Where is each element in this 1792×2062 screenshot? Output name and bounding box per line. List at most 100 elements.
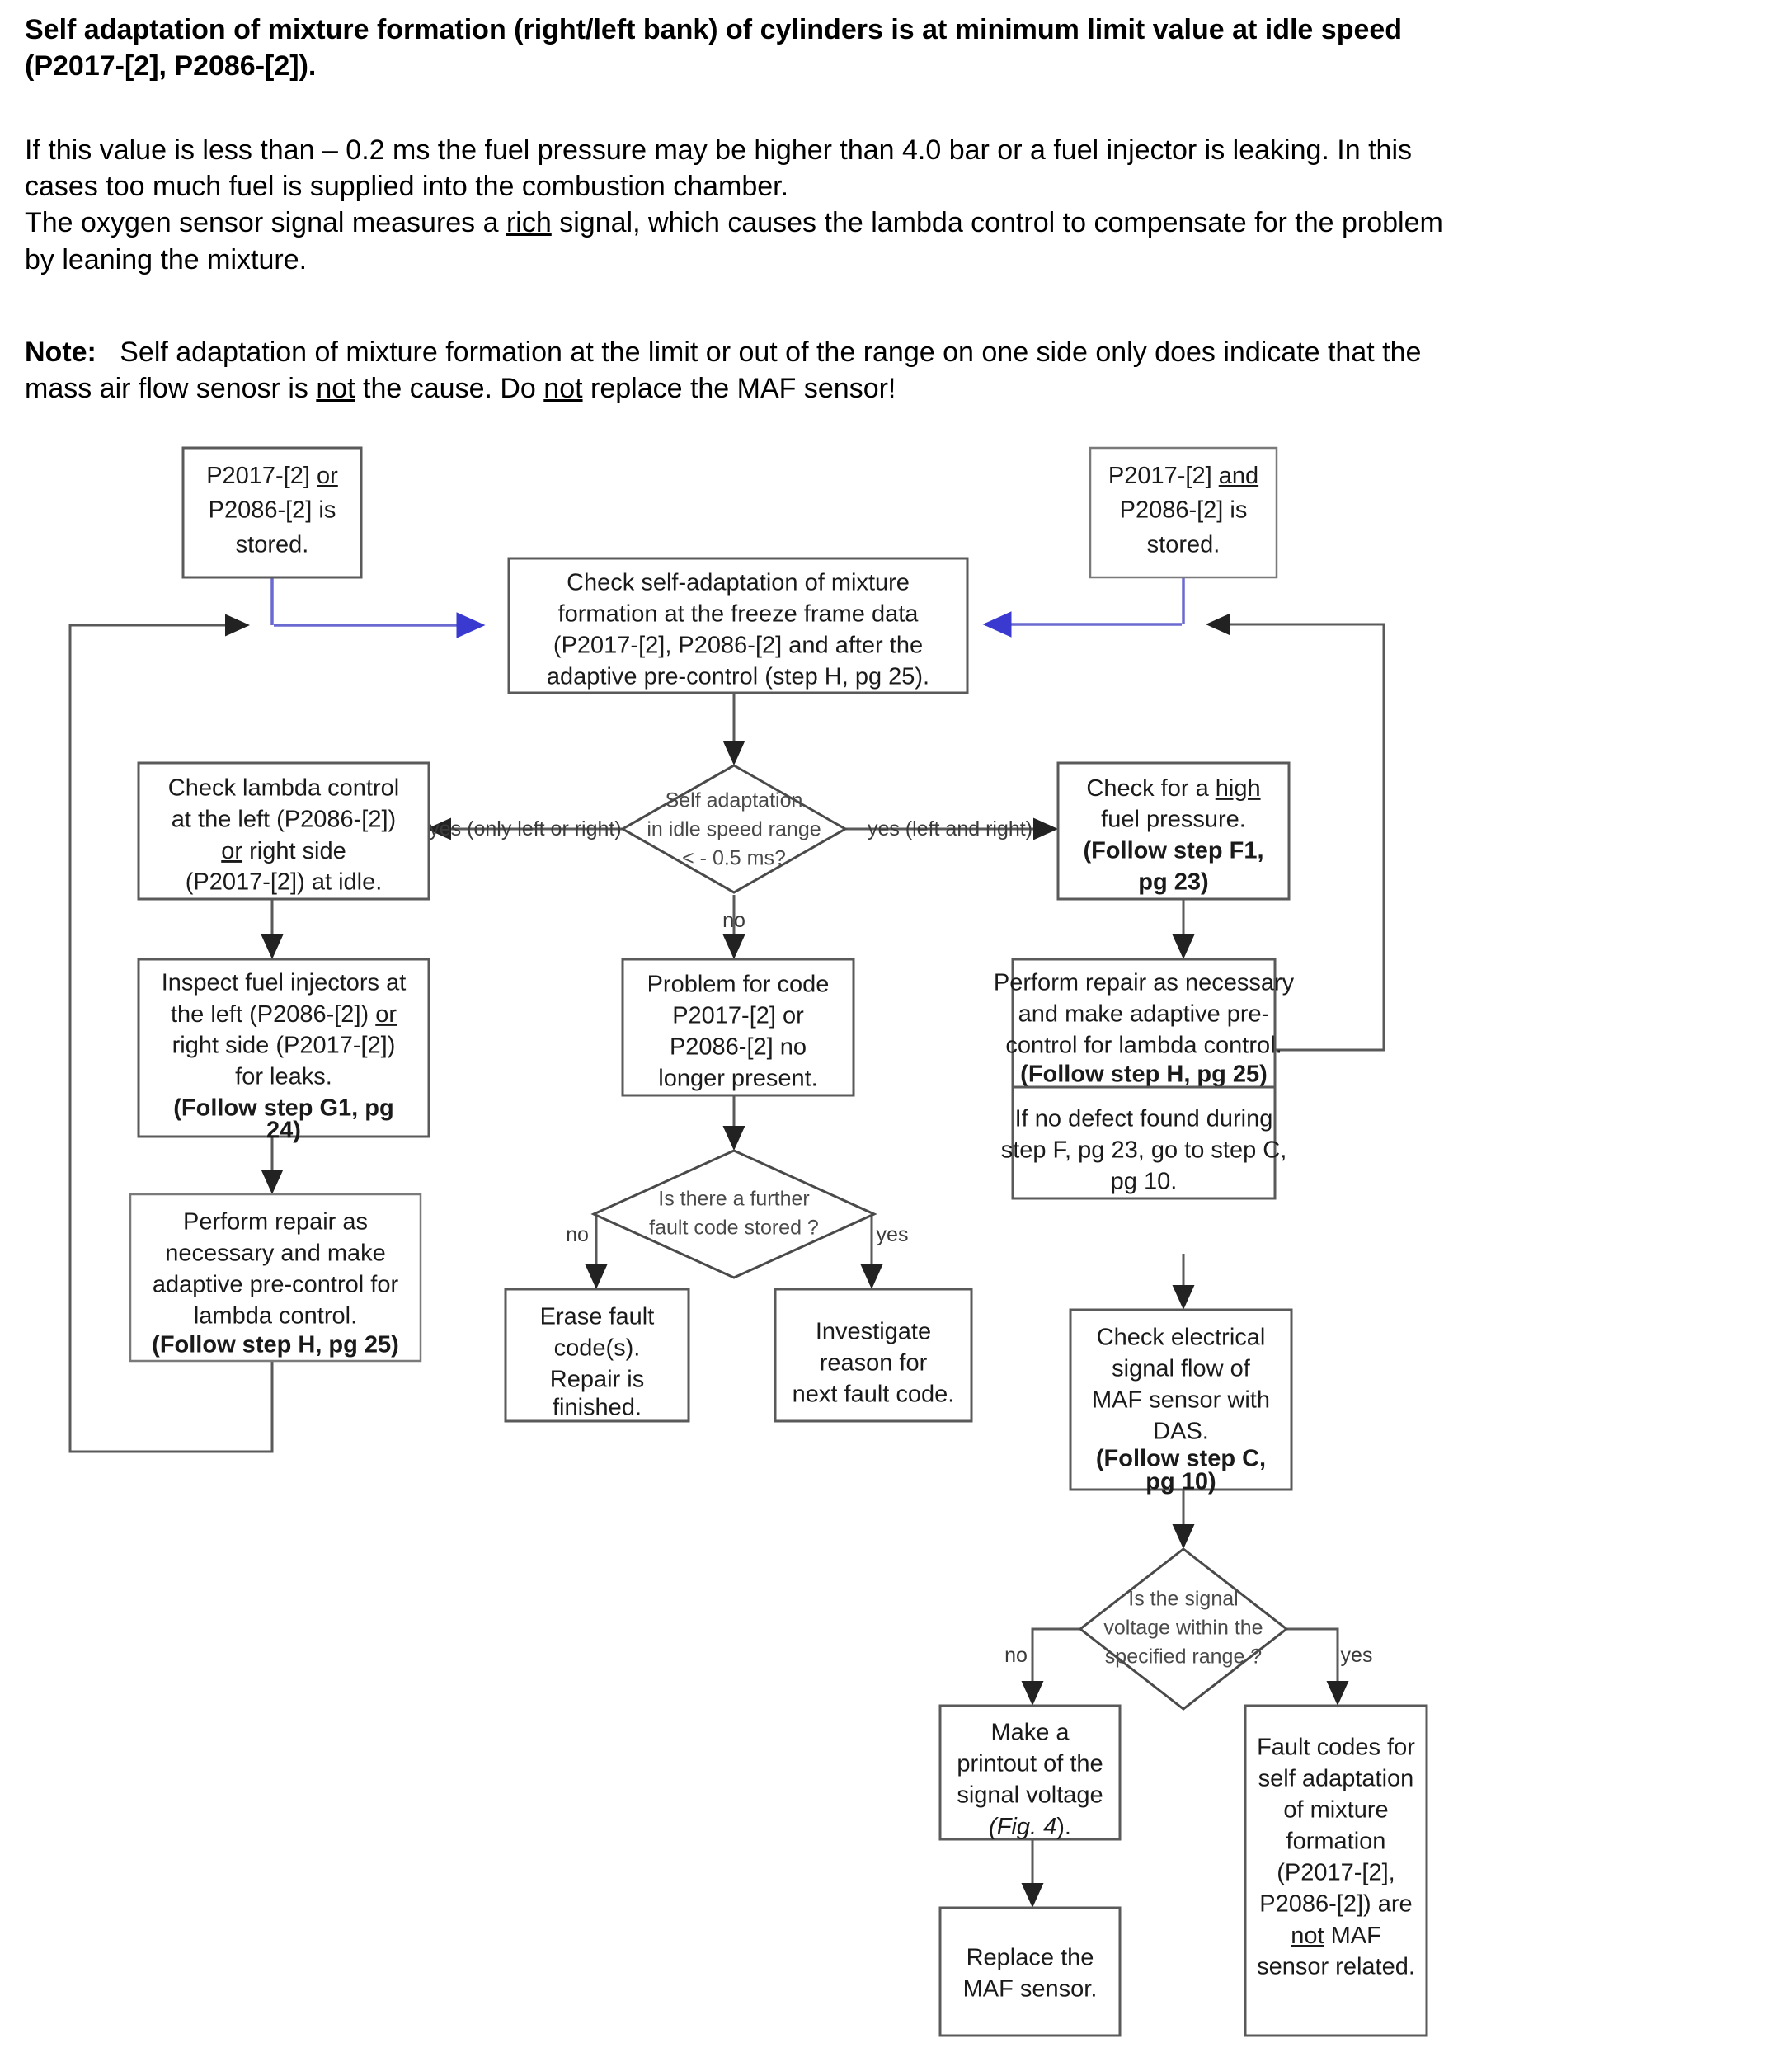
svg-text:(P2017-[2]) at idle.: (P2017-[2]) at idle. — [186, 869, 383, 896]
svg-text:pg 10.: pg 10. — [1111, 1169, 1178, 1195]
svg-text:finished.: finished. — [553, 1395, 642, 1421]
svg-text:fault code stored ?: fault code stored ? — [649, 1217, 819, 1240]
node-check-lambda-control: Check lambda control at the left (P2086-… — [137, 761, 430, 901]
svg-text:for leaks.: for leaks. — [235, 1064, 332, 1090]
document-title: Self adaptation of mixture formation (ri… — [25, 12, 1765, 84]
svg-text:self adaptation: self adaptation — [1258, 1766, 1414, 1792]
svg-text:and make adaptive pre-: and make adaptive pre- — [1018, 1001, 1270, 1028]
svg-text:(Follow step G1, pg: (Follow step G1, pg — [173, 1095, 393, 1122]
svg-text:Check self-adaptation of mixtu: Check self-adaptation of mixture — [567, 570, 910, 596]
svg-text:printout of the: printout of the — [957, 1751, 1103, 1777]
svg-text:P2086-[2] no: P2086-[2] no — [670, 1034, 807, 1061]
svg-text:at the left (P2086-[2]): at the left (P2086-[2]) — [172, 807, 396, 833]
svg-text:formation at the freeze frame: formation at the freeze frame data — [558, 601, 920, 628]
body-line-3-pre: The oxygen sensor signal measures a — [25, 207, 506, 239]
svg-text:of mixture: of mixture — [1283, 1797, 1388, 1824]
body-line-2: cases too much fuel is supplied into the… — [25, 171, 789, 203]
svg-text:Self adaptation: Self adaptation — [666, 789, 803, 812]
node-decision-further-fault-code: Is there a further fault code stored ? — [590, 1149, 877, 1279]
svg-text:P2086-[2]) are: P2086-[2]) are — [1259, 1891, 1412, 1918]
svg-text:Inspect fuel injectors at: Inspect fuel injectors at — [162, 970, 407, 996]
svg-text:the left (P2086-[2]) or: the left (P2086-[2]) or — [171, 1001, 397, 1028]
svg-text:voltage within the: voltage within the — [1103, 1617, 1263, 1640]
svg-text:If no defect found during: If no defect found during — [1015, 1106, 1273, 1132]
edge-label-yes-right: yes (left and right) — [868, 817, 1032, 840]
node-erase-fault-codes: Erase fault code(s). Repair is finished. — [504, 1288, 690, 1423]
note-line-2-a: mass air flow senosr is — [25, 373, 317, 405]
note-line-1: Self adaptation of mixture formation at … — [120, 337, 1422, 368]
svg-text:reason for: reason for — [820, 1350, 928, 1377]
svg-text:stored.: stored. — [236, 532, 309, 558]
body-line-1: If this value is less than – 0.2 ms the … — [25, 134, 1413, 166]
edge-label-no-further: no — [566, 1223, 589, 1246]
svg-text:specified range ?: specified range ? — [1105, 1645, 1262, 1669]
node-decision-signal-voltage: Is the signal voltage within the specifi… — [1078, 1547, 1289, 1711]
edge-label-no-idle: no — [722, 909, 745, 932]
svg-text:sensor related.: sensor related. — [1257, 1954, 1415, 1980]
svg-text:Problem for code: Problem for code — [647, 972, 830, 998]
node-start-right: P2017-[2] and P2086-[2] is stored. — [1089, 446, 1278, 579]
svg-text:P2086-[2] is: P2086-[2] is — [1120, 497, 1248, 524]
svg-text:P2086-[2] is: P2086-[2] is — [209, 497, 336, 524]
svg-text:< - 0.5 ms?: < - 0.5 ms? — [682, 847, 786, 870]
document-note: Note: Self adaptation of mixture formati… — [25, 334, 1765, 407]
svg-text:lambda control.: lambda control. — [194, 1303, 357, 1330]
svg-text:(Follow step H, pg 25): (Follow step H, pg 25) — [152, 1332, 399, 1358]
svg-text:MAF sensor with: MAF sensor with — [1092, 1387, 1270, 1414]
edge-label-yes-left: yes (only left or right) — [429, 817, 621, 840]
node-perform-repair-left: Perform repair as necessary and make ada… — [129, 1193, 422, 1363]
note-line-2-c: the cause. Do — [355, 373, 544, 405]
svg-text:Perform repair as necessary: Perform repair as necessary — [994, 970, 1295, 996]
svg-text:DAS.: DAS. — [1153, 1419, 1209, 1445]
svg-text:stored.: stored. — [1147, 532, 1221, 558]
svg-text:P2017-[2] and: P2017-[2] and — [1108, 463, 1258, 489]
svg-text:Replace the: Replace the — [967, 1945, 1094, 1971]
node-investigate-reason: Investigate reason for next fault code. — [774, 1288, 973, 1423]
svg-text:next fault code.: next fault code. — [793, 1382, 955, 1408]
svg-text:adaptive pre-control for: adaptive pre-control for — [153, 1272, 399, 1298]
svg-text:Check for a high: Check for a high — [1086, 775, 1260, 802]
svg-text:signal voltage: signal voltage — [957, 1782, 1103, 1809]
note-label: Note: — [25, 337, 96, 368]
svg-text:Perform repair as: Perform repair as — [183, 1209, 368, 1236]
node-start-left: P2017-[2] or P2086-[2] is stored. — [181, 446, 363, 579]
svg-text:signal flow of: signal flow of — [1112, 1356, 1251, 1382]
node-check-electrical-signal-flow: Check electrical signal flow of MAF sens… — [1069, 1308, 1293, 1495]
svg-text:(Fig. 4).: (Fig. 4). — [989, 1814, 1071, 1840]
node-no-defect-note: If no defect found during step F, pg 23,… — [1001, 1085, 1287, 1200]
edge-label-yes-further: yes — [877, 1223, 909, 1246]
node-problem-no-longer-present: Problem for code P2017-[2] or P2086-[2] … — [621, 958, 855, 1097]
svg-text:(Follow step C,: (Follow step C, — [1096, 1446, 1266, 1472]
svg-text:Is the signal: Is the signal — [1128, 1588, 1238, 1611]
svg-text:longer present.: longer present. — [658, 1066, 817, 1092]
svg-text:step F, pg 23, go to step C,: step F, pg 23, go to step C, — [1001, 1137, 1287, 1164]
document-body: If this value is less than – 0.2 ms the … — [25, 132, 1765, 278]
svg-text:Fault codes for: Fault codes for — [1257, 1735, 1415, 1761]
svg-text:not MAF: not MAF — [1291, 1923, 1381, 1949]
body-emphasis-rich: rich — [506, 207, 552, 239]
note-line-2-e: replace the MAF sensor! — [582, 373, 896, 405]
svg-text:P2017-[2] or: P2017-[2] or — [206, 463, 338, 489]
note-emphasis-not-1: not — [316, 373, 355, 405]
node-replace-maf-sensor: Replace the MAF sensor. — [938, 1906, 1122, 2037]
svg-text:or right side: or right side — [221, 838, 346, 864]
node-fault-codes-not-maf: Fault codes for self adaptation of mixtu… — [1244, 1704, 1428, 2037]
edge-voltage-no — [1021, 1627, 1080, 1706]
flowchart: P2017-[2] or P2086-[2] is stored. P2017-… — [0, 429, 1792, 2062]
svg-text:formation: formation — [1286, 1829, 1386, 1855]
edge-left-feedback-loop — [68, 614, 274, 1453]
svg-text:code(s).: code(s). — [554, 1335, 641, 1362]
svg-text:(P2017-[2],: (P2017-[2], — [1277, 1860, 1395, 1886]
svg-text:(Follow step H, pg 25): (Follow step H, pg 25) — [1020, 1062, 1268, 1088]
note-emphasis-not-2: not — [543, 373, 583, 405]
node-make-printout: Make a printout of the signal voltage (F… — [938, 1704, 1122, 1841]
svg-text:(Follow step F1,: (Follow step F1, — [1083, 838, 1263, 864]
title-line-1: Self adaptation of mixture formation (ri… — [25, 14, 1403, 45]
edge-label-yes-voltage: yes — [1341, 1644, 1373, 1667]
svg-text:right side (P2017-[2]): right side (P2017-[2]) — [172, 1033, 396, 1059]
svg-text:Make a: Make a — [990, 1720, 1070, 1746]
edge-label-no-voltage: no — [1004, 1644, 1028, 1667]
svg-text:pg 10): pg 10) — [1145, 1469, 1216, 1495]
svg-text:in idle speed range: in idle speed range — [647, 818, 821, 841]
